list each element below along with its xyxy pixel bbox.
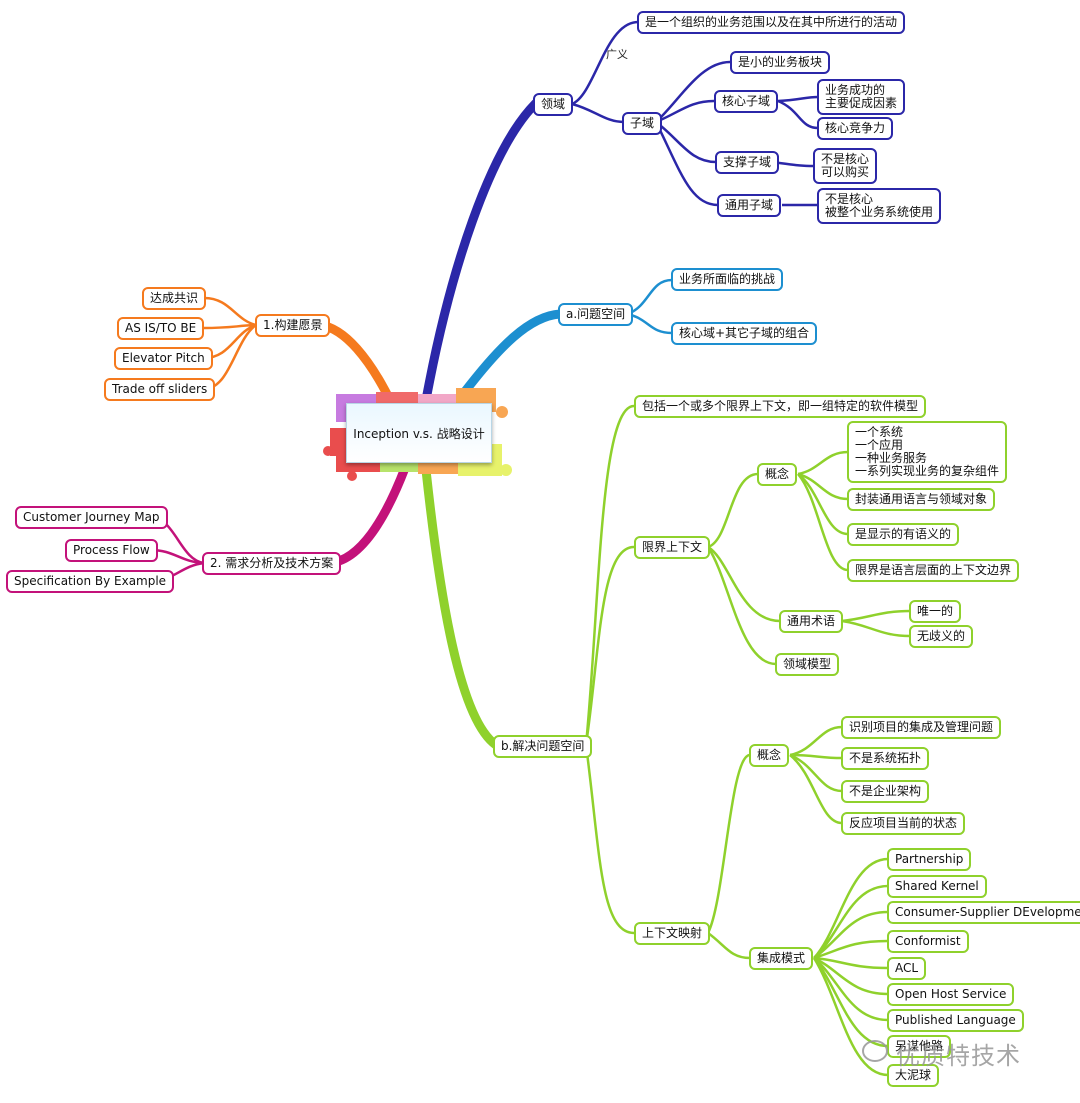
- watermark: 优质特技术: [896, 1042, 1021, 1070]
- node-small-block[interactable]: 是小的业务板块: [730, 51, 831, 74]
- node-pattern-conformist[interactable]: Conformist: [887, 930, 969, 953]
- node-solution-contains[interactable]: 包括一个或多个限界上下文，即一组特定的软件模型: [634, 395, 927, 418]
- node-vision-elevator-pitch[interactable]: Elevator Pitch: [114, 347, 213, 370]
- node-pattern-partnership[interactable]: Partnership: [887, 848, 972, 871]
- node-vision[interactable]: 1.构建愿景: [255, 314, 331, 337]
- node-business-challenges[interactable]: 业务所面临的挑战: [671, 268, 784, 291]
- node-vision-tradeoff-sliders[interactable]: Trade off sliders: [104, 378, 216, 401]
- node-context-map[interactable]: 上下文映射: [634, 922, 711, 945]
- node-generic-subdomain[interactable]: 通用子域: [717, 194, 782, 217]
- branch-vision: [315, 320, 395, 405]
- node-ubiquitous-unambiguous[interactable]: 无歧义的: [909, 625, 974, 648]
- node-domain-model[interactable]: 领域模型: [775, 653, 840, 676]
- node-pattern-big-ball-of-mud[interactable]: 大泥球: [887, 1064, 940, 1087]
- node-bc-concept-list[interactable]: 一个系统 一个应用 一种业务服务 一系列实现业务的复杂组件: [847, 421, 1008, 483]
- node-integration-patterns[interactable]: 集成模式: [749, 947, 814, 970]
- node-pattern-open-host-service[interactable]: Open Host Service: [887, 983, 1015, 1006]
- node-solution-space[interactable]: b.解决问题空间: [493, 735, 593, 758]
- node-ubiquitous-unique[interactable]: 唯一的: [909, 600, 962, 623]
- node-support-subdomain[interactable]: 支撑子域: [715, 151, 780, 174]
- branch-analysis: [325, 463, 410, 568]
- node-pattern-shared-kernel[interactable]: Shared Kernel: [887, 875, 987, 898]
- node-customer-journey-map[interactable]: Customer Journey Map: [15, 506, 168, 529]
- branch-problem-space: [455, 309, 565, 403]
- label-broad-sense: 广义: [606, 48, 628, 61]
- node-specification-by-example[interactable]: Specification By Example: [6, 570, 175, 593]
- node-generic-note[interactable]: 不是核心 被整个业务系统使用: [817, 188, 942, 224]
- node-ubiquitous-language[interactable]: 通用术语: [779, 610, 844, 633]
- node-cm-not-topology[interactable]: 不是系统拓扑: [841, 747, 930, 770]
- node-vision-asis-tobe[interactable]: AS IS/TO BE: [117, 317, 205, 340]
- wechat-icon: [862, 1040, 888, 1062]
- branch-solution: [421, 465, 501, 750]
- node-pattern-consumer-supplier[interactable]: Consumer-Supplier DEvelopment: [887, 901, 1080, 924]
- node-analysis[interactable]: 2. 需求分析及技术方案: [202, 552, 342, 575]
- node-core-competitiveness[interactable]: 核心竞争力: [817, 117, 894, 140]
- node-cm-reflect-state[interactable]: 反应项目当前的状态: [841, 812, 966, 835]
- node-bounded-context[interactable]: 限界上下文: [634, 536, 711, 559]
- node-problem-space[interactable]: a.问题空间: [558, 303, 634, 326]
- puzzle-decoration: [323, 388, 512, 481]
- node-cm-not-architecture[interactable]: 不是企业架构: [841, 780, 930, 803]
- node-pattern-separate-ways[interactable]: 另谋他路: [887, 1035, 952, 1058]
- node-process-flow[interactable]: Process Flow: [65, 539, 158, 562]
- node-domain-combination[interactable]: 核心域+其它子域的组合: [671, 322, 818, 345]
- node-subdomain[interactable]: 子域: [622, 112, 663, 135]
- node-bc-encapsulate[interactable]: 封装通用语言与领域对象: [847, 488, 996, 511]
- node-core-factor[interactable]: 业务成功的 主要促成因素: [817, 79, 906, 115]
- branch-domain: [421, 99, 553, 405]
- node-bc-concept[interactable]: 概念: [757, 463, 798, 486]
- node-bc-boundary[interactable]: 限界是语言层面的上下文边界: [847, 559, 1020, 582]
- node-core-subdomain[interactable]: 核心子域: [714, 90, 779, 113]
- node-vision-consensus[interactable]: 达成共识: [142, 287, 207, 310]
- node-cm-identify[interactable]: 识别项目的集成及管理问题: [841, 716, 1002, 739]
- node-bc-explicit[interactable]: 是显示的有语义的: [847, 523, 960, 546]
- central-topic[interactable]: Inception v.s. 战略设计: [346, 403, 492, 463]
- node-pattern-published-language[interactable]: Published Language: [887, 1009, 1024, 1032]
- node-support-note[interactable]: 不是核心 可以购买: [813, 148, 878, 184]
- node-cm-concept[interactable]: 概念: [749, 744, 790, 767]
- node-pattern-acl[interactable]: ACL: [887, 957, 927, 980]
- node-domain[interactable]: 领域: [533, 93, 574, 116]
- node-domain-definition[interactable]: 是一个组织的业务范围以及在其中所进行的活动: [637, 11, 906, 34]
